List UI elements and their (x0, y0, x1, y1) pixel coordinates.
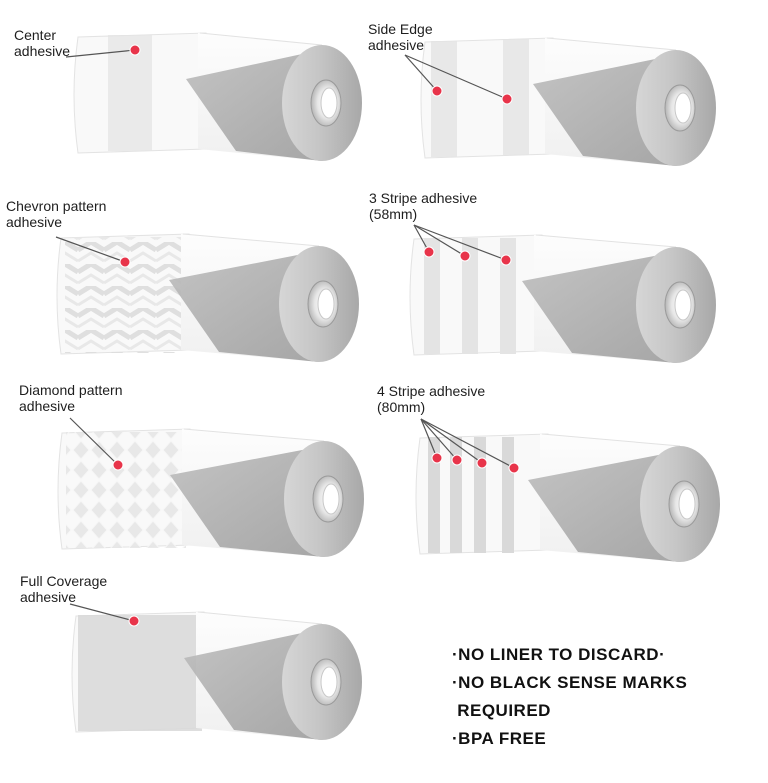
label-full-coverage-line2: adhesive (20, 589, 77, 605)
roll-center (73, 32, 362, 161)
label-diamond-line2: adhesive (19, 398, 76, 414)
leader-line-three-stripe-3 (413, 224, 507, 261)
adhesive-stripe-2 (450, 437, 462, 553)
leader-line-four-stripe-3 (420, 418, 483, 464)
roll-core-hole (674, 92, 692, 124)
adhesive-stripe-4 (502, 437, 514, 553)
marker-dot-four-stripe-4 (508, 462, 520, 474)
label-diamond-line1: Diamond pattern (19, 382, 123, 398)
marker-dot-four-stripe-3 (476, 457, 488, 469)
marker-dot-side-edge-1 (431, 85, 443, 97)
adhesive-diamond (66, 432, 186, 548)
marker-dot-three-stripe-2 (459, 250, 471, 262)
roll-core-hole (678, 488, 696, 520)
adhesive-stripe-1 (424, 238, 440, 354)
label-center-line1: Center (14, 27, 57, 43)
leader-line-four-stripe-4 (420, 418, 515, 469)
roll-top-edge (182, 233, 320, 247)
label-three-stripe-line1: 3 Stripe adhesive (369, 190, 478, 206)
roll-diamond (57, 428, 364, 557)
label-chevron-line1: Chevron pattern (6, 198, 107, 214)
roll-top-edge (541, 433, 681, 447)
marker-dot-side-edge-2 (501, 93, 513, 105)
leader-line-center-1 (65, 49, 136, 58)
roll-top-edge (199, 32, 323, 46)
roll-fold-shadow (522, 253, 676, 363)
label-chevron-line2: adhesive (6, 214, 63, 230)
roll-top-edge (546, 37, 677, 51)
roll-core-hole (317, 288, 335, 320)
label-four-stripe: 4 Stripe adhesive (80mm) (377, 383, 485, 415)
marker-dot-full-coverage-1 (128, 615, 140, 627)
adhesive-edge-left (431, 41, 457, 157)
feature-bpa-free: ·BPA FREE (452, 729, 547, 748)
leader-line-diamond-1 (69, 417, 119, 466)
label-center-line2: adhesive (14, 43, 71, 59)
roll-side-edge (420, 37, 716, 166)
label-full-coverage: Full Coverage adhesive (20, 573, 107, 605)
label-side-edge-line1: Side Edge (368, 21, 433, 37)
label-four-stripe-line1: 4 Stripe adhesive (377, 383, 486, 399)
label-chevron: Chevron pattern adhesive (6, 198, 106, 230)
roll-fold-shadow (528, 452, 680, 562)
feature-list: ·NO LINER TO DISCARD· ·NO BLACK SENSE MA… (452, 641, 687, 753)
roll-fold-shadow (170, 447, 324, 557)
adhesive-band (108, 35, 152, 151)
leader-line-side-edge-2 (404, 54, 508, 100)
leader-line-side-edge-1 (404, 54, 438, 92)
roll-chevron (56, 233, 359, 362)
adhesive-stripe-1 (428, 437, 440, 553)
label-three-stripe: 3 Stripe adhesive (58mm) (369, 190, 477, 222)
label-four-stripe-line2: (80mm) (377, 399, 426, 415)
roll-four-stripe (415, 433, 720, 562)
adhesive-stripe-3 (474, 437, 486, 553)
feature-no-liner: ·NO LINER TO DISCARD· (452, 645, 666, 664)
adhesive-stripe-2 (462, 238, 478, 354)
label-three-stripe-line2: (58mm) (369, 206, 418, 222)
adhesive-full (78, 615, 202, 731)
label-center: Center adhesive (14, 27, 70, 59)
leader-line-three-stripe-2 (413, 224, 466, 257)
label-diamond: Diamond pattern adhesive (19, 382, 123, 414)
marker-dot-three-stripe-3 (500, 254, 512, 266)
feature-required: REQUIRED (452, 701, 551, 720)
roll-core-hole (320, 87, 338, 119)
label-full-coverage-line1: Full Coverage (20, 573, 108, 589)
roll-top-edge (183, 428, 325, 442)
roll-three-stripe (409, 234, 716, 363)
adhesive-stripe-3 (500, 238, 516, 354)
feature-no-sense-marks: ·NO BLACK SENSE MARKS (452, 673, 688, 692)
marker-dot-three-stripe-1 (423, 246, 435, 258)
roll-top-edge (535, 234, 677, 248)
leader-line-four-stripe-1 (420, 418, 438, 459)
roll-top-edge (197, 611, 323, 625)
marker-dot-diamond-1 (112, 459, 124, 471)
leader-line-full-coverage-1 (69, 603, 135, 622)
roll-core-hole (674, 289, 692, 321)
label-side-edge-line2: adhesive (368, 37, 425, 53)
marker-dot-chevron-1 (119, 256, 131, 268)
marker-dot-four-stripe-1 (431, 452, 443, 464)
label-side-edge: Side Edge adhesive (368, 21, 433, 53)
roll-fold-shadow (169, 252, 319, 362)
adhesive-chevron (65, 237, 185, 353)
roll-full-coverage (71, 611, 362, 740)
marker-dot-center-1 (129, 44, 141, 56)
leader-line-four-stripe-2 (420, 418, 458, 461)
roll-core-hole (320, 666, 338, 698)
roll-core-hole (322, 483, 340, 515)
leader-line-chevron-1 (55, 236, 126, 263)
marker-dot-four-stripe-2 (451, 454, 463, 466)
